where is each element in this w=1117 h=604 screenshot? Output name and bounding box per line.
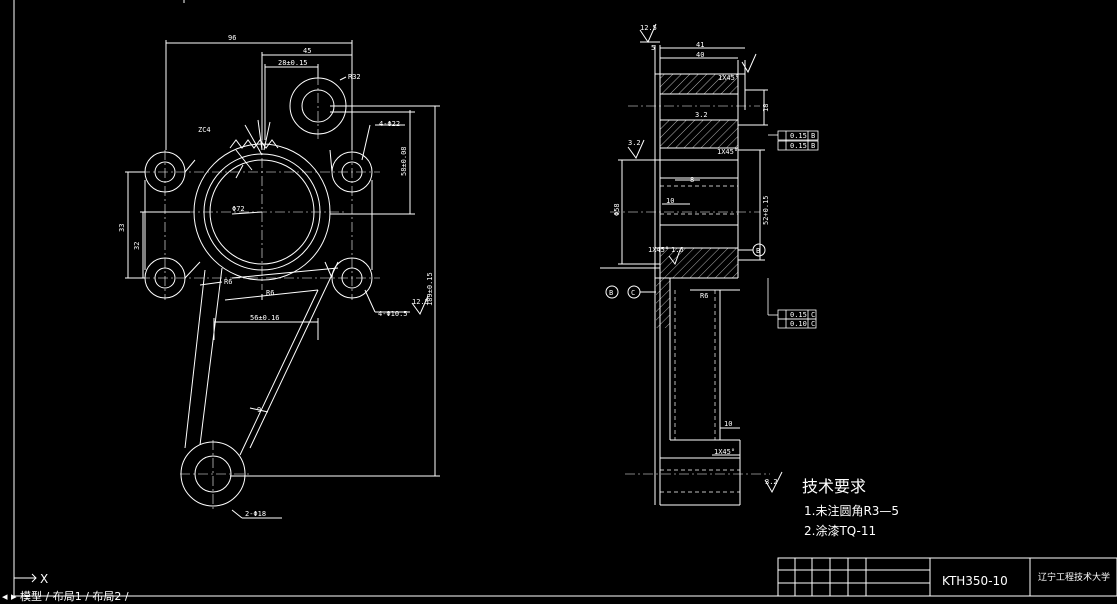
- datum-b-right: B: [756, 247, 760, 255]
- tol-3-value: 0.15: [790, 311, 807, 319]
- dim-r32: R32: [348, 73, 361, 81]
- dim-2phi18: 2-Φ18: [245, 510, 266, 518]
- dim-r6-side: R6: [700, 292, 708, 300]
- dim-r6-a: R6: [224, 278, 232, 286]
- dim-52: 52+0.15: [762, 195, 770, 225]
- side-view: [600, 23, 783, 506]
- title-block: [777, 557, 1117, 597]
- dim-189: 189±0.15: [426, 272, 434, 306]
- roughness-3-2-inner: 3.2: [695, 111, 708, 119]
- tol-3-datum: C: [811, 311, 815, 319]
- ucs-axis-icon: [14, 573, 37, 583]
- dim-8: 8: [690, 176, 694, 184]
- tol-1-value: 0.15: [790, 132, 807, 140]
- notes-line-2: 2.涂漆TQ-11: [804, 523, 876, 538]
- front-view: [125, 40, 440, 519]
- roughness-side-3-2: 3.2: [628, 139, 641, 147]
- dim-12-5: 12.5: [412, 298, 429, 306]
- roughness-top-12-5: 12.5: [640, 24, 657, 32]
- dim-1x45-b: 1X45°: [717, 148, 738, 156]
- dim-28: 28±0.15: [278, 59, 308, 67]
- dim-32: 32: [133, 242, 141, 250]
- dim-1x45-a: 1X45°: [718, 74, 739, 82]
- dim-96: 96: [228, 34, 236, 42]
- notes-line-1: 1.未注圆角R3—5: [804, 503, 899, 518]
- dim-1x45-c: 1X45°: [648, 246, 669, 254]
- tolerance-frames: [767, 130, 819, 329]
- drawing-border: [13, 0, 1117, 597]
- notes-title: 技术要求: [802, 477, 866, 496]
- dim-1x45-d: 1X45°: [714, 448, 735, 456]
- dim-r6-b: R6: [266, 289, 274, 297]
- dim-phi72: Φ72: [232, 205, 245, 213]
- dim-58: 58±0.08: [400, 146, 408, 176]
- drawing-number: KTH350-10: [942, 574, 1008, 588]
- dim-18: 18: [762, 104, 770, 112]
- tol-4-value: 0.10: [790, 320, 807, 328]
- school-name: 辽宁工程技术大学: [1038, 571, 1110, 583]
- dim-33: 33: [118, 224, 126, 232]
- tol-4-datum: C: [811, 320, 815, 328]
- dim-45: 45: [303, 47, 311, 55]
- roughness-bottom-3-2: 3.2: [765, 478, 778, 486]
- datum-c: C: [631, 289, 635, 297]
- tol-2-value: 0.15: [790, 142, 807, 150]
- dim-40: 40: [696, 51, 704, 59]
- axis-x-label: X: [40, 572, 48, 586]
- dim-10-b: 10: [724, 420, 732, 428]
- dim-zc4: ZC4: [198, 126, 211, 134]
- dim-phi58: Φ58: [613, 203, 621, 216]
- dim-41: 41: [696, 41, 704, 49]
- tol-1-datum: B: [811, 132, 815, 140]
- dim-4phi105: 4-Φ10.5: [378, 310, 408, 318]
- dim-4phi22: 4-Φ22: [379, 120, 400, 128]
- dim-5: 5: [651, 44, 655, 52]
- layout-tabs[interactable]: ◂ ▸ 模型 / 布局1 / 布局2 /: [2, 590, 129, 603]
- dim-1-6: 1.6: [671, 246, 684, 254]
- dim-9: 9: [257, 406, 261, 414]
- dim-10-a: 10: [666, 197, 674, 205]
- datum-b-left: B: [609, 289, 613, 297]
- tol-2-datum: B: [811, 142, 815, 150]
- dim-56: 56±0.16: [250, 314, 280, 322]
